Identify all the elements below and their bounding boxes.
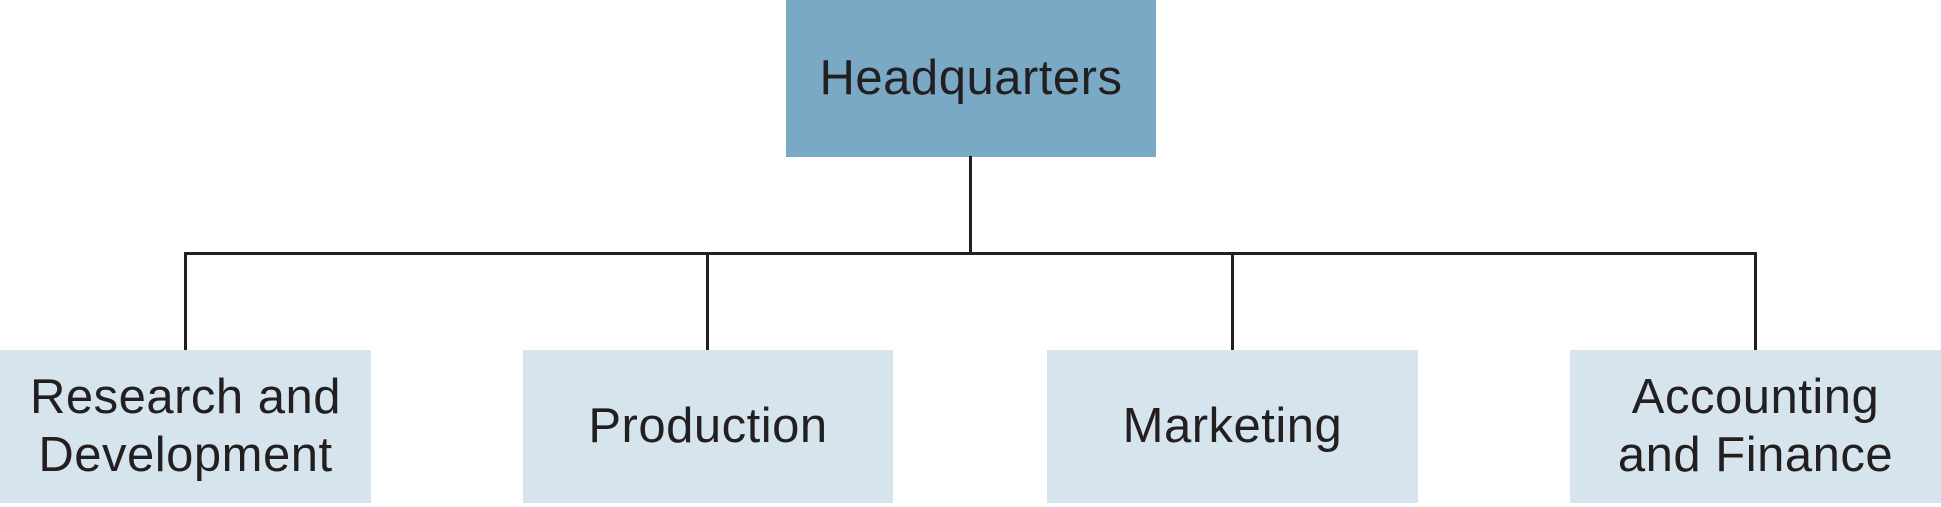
connector-stub-research-and-development (184, 252, 187, 350)
org-node-label: Headquarters (819, 50, 1123, 105)
connector-horizontal-line (184, 252, 1757, 255)
org-node-headquarters: Headquarters (786, 0, 1156, 157)
connector-stub-marketing (1231, 252, 1234, 350)
connector-stub-production (706, 252, 709, 350)
org-node-production: Production (523, 350, 893, 503)
connector-root-drop-line (969, 156, 972, 253)
org-node-label: Research and Development (29, 369, 342, 482)
org-node-research-and-development: Research and Development (0, 350, 371, 503)
org-node-label: Production (588, 398, 828, 453)
connector-stub-accounting-and-finance (1754, 252, 1757, 350)
org-node-marketing: Marketing (1047, 350, 1418, 503)
org-node-label: Accounting and Finance (1617, 369, 1894, 482)
org-node-label: Marketing (1122, 398, 1343, 453)
org-node-accounting-and-finance: Accounting and Finance (1570, 350, 1941, 503)
